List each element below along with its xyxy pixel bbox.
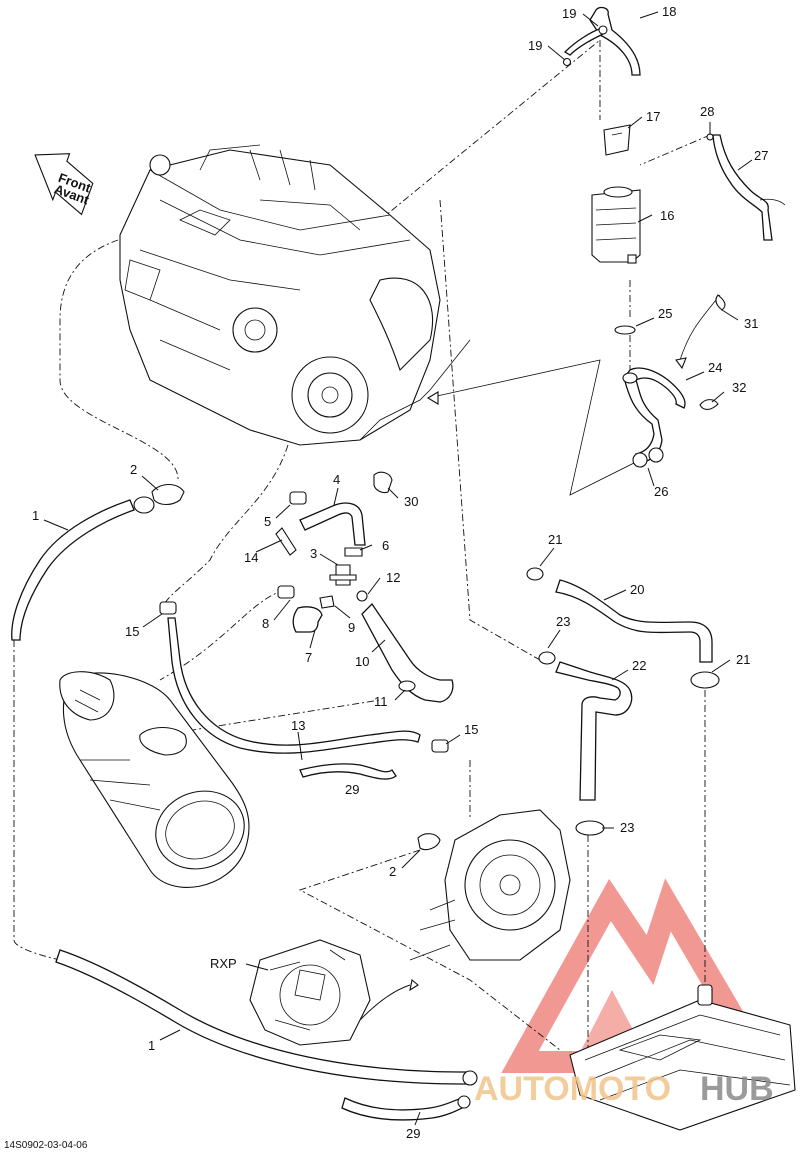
callout-29: 29 [345,782,359,797]
callout-31: 31 [744,316,758,331]
callout-23-lower: 23 [620,820,634,835]
callout-9: 9 [348,620,355,635]
callout-7: 7 [305,650,312,665]
callout-18: 18 [662,4,676,19]
callout-21-lower: 21 [736,652,750,667]
callout-23: 23 [556,614,570,629]
front-arrow: Front Avant [34,153,94,216]
watermark-text-a: AUTOMOTO [474,1070,671,1108]
callout-30: 30 [404,494,418,509]
callout-21: 21 [548,532,562,547]
leader-lines [43,11,753,1126]
callout-17: 17 [646,109,660,124]
engine-block [119,144,441,446]
callout-25: 25 [658,306,672,321]
callouts: 1 1 2 2 3 4 5 6 7 8 9 10 11 12 13 14 15 … [32,4,768,1141]
callout-11: 11 [374,694,388,709]
watermark-text: AUTOMOTO HUB [474,1070,774,1108]
ride-plate [569,984,796,1131]
callout-6: 6 [382,538,389,553]
reference-code: 14S0902-03-04-06 [4,1140,88,1151]
callout-24: 24 [708,360,722,375]
callout-1-lower: 1 [148,1038,155,1053]
callout-8: 8 [262,616,269,631]
callout-27: 27 [754,148,768,163]
callout-29-lower: 29 [406,1126,420,1141]
callout-32: 32 [732,380,746,395]
callout-rxp: RXP [210,956,237,971]
jet-pump-housing [409,809,571,961]
callout-20: 20 [630,582,644,597]
callout-26: 26 [654,484,668,499]
callout-15-lower: 15 [464,722,478,737]
rxp-assembly [249,939,371,1046]
callout-4: 4 [333,472,340,487]
watermark-text-b: HUB [700,1070,774,1108]
callout-5: 5 [264,514,271,529]
callout-19-lower: 19 [528,38,542,53]
hoses-upper-right [562,6,786,468]
callout-15: 15 [125,624,139,639]
callout-2-lower: 2 [389,864,396,879]
hoses-mid [159,601,449,780]
coolant-reservoir [591,124,641,264]
callout-10: 10 [355,654,369,669]
callout-13: 13 [291,718,305,733]
callout-12: 12 [386,570,400,585]
callout-28: 28 [700,104,714,119]
hoses-right [526,567,720,836]
hoses-lower [11,483,478,1121]
callout-1: 1 [32,508,39,523]
callout-14: 14 [244,550,258,565]
callout-19: 19 [562,6,576,21]
intercooler-cylinder [59,671,250,888]
callout-16: 16 [660,208,674,223]
callout-3: 3 [310,546,317,561]
callout-22: 22 [632,658,646,673]
callout-2: 2 [130,462,137,477]
flow-arrows [359,357,687,1021]
hoses-center [275,471,454,703]
